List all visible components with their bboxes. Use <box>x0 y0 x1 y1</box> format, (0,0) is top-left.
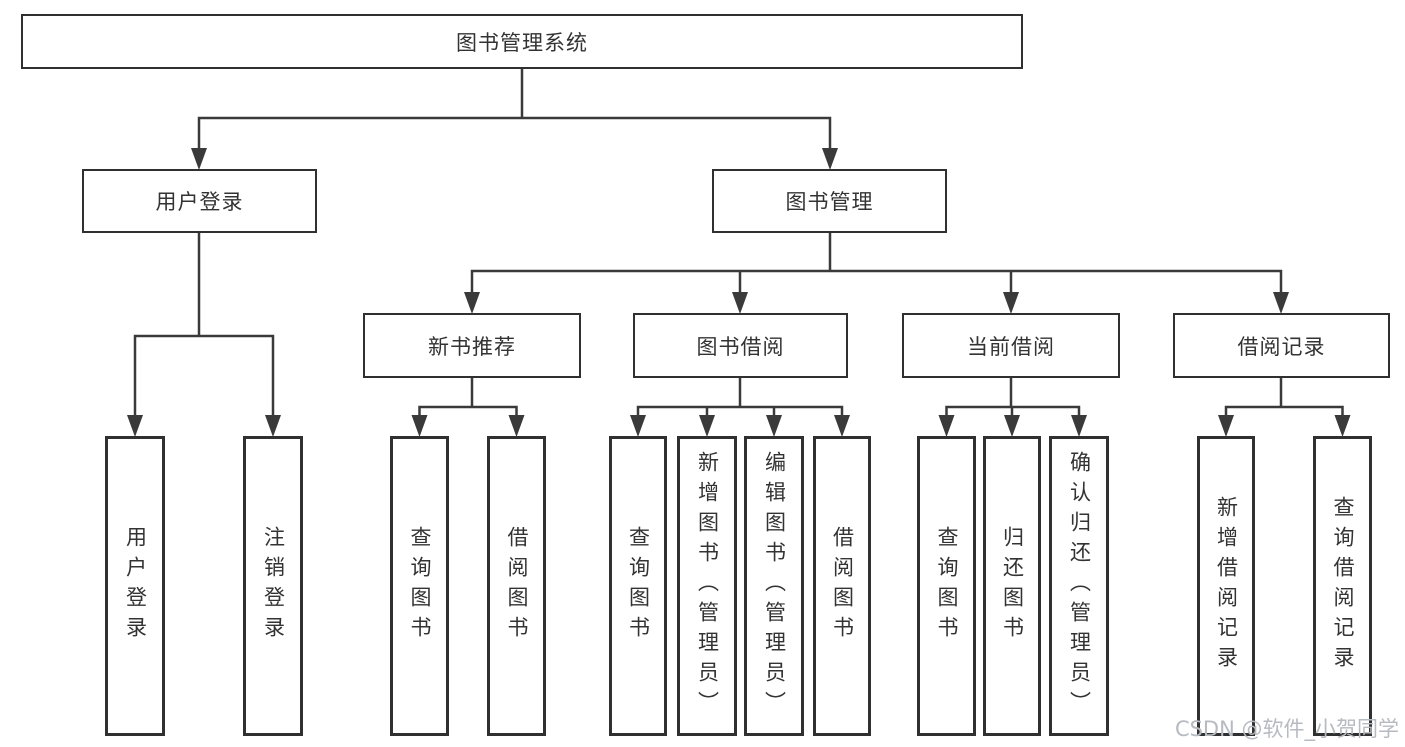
node-label: 编辑图书（管理员） <box>762 451 787 721</box>
node-label: 归还图书 <box>1000 526 1025 646</box>
node-label: 借阅图书 <box>830 526 855 646</box>
arrow-down-icon <box>1218 415 1234 437</box>
node-leaf-confirm-return-admin: 确认归还（管理员） <box>1049 436 1109 736</box>
node-leaf-newbook-query-books: 查询图书 <box>390 436 449 736</box>
node-label: 图书管理系统 <box>456 30 588 55</box>
node-label: 查询借阅记录 <box>1331 496 1355 676</box>
arrow-down-icon <box>732 292 748 314</box>
arrow-down-icon <box>699 415 715 437</box>
node-label: 借阅图书 <box>505 526 529 646</box>
connector-current-borrow-to-children <box>945 378 1081 417</box>
arrow-down-icon <box>630 415 646 437</box>
node-label: 图书借阅 <box>696 334 785 359</box>
connector-borrow-records-to-children <box>1224 378 1344 417</box>
node-leaf-borrow-query-books: 查询图书 <box>609 436 667 736</box>
arrow-down-icon <box>464 292 480 314</box>
node-user-login: 用户登录 <box>82 169 317 233</box>
node-leaf-user-login: 用户登录 <box>105 436 165 736</box>
connector-new-book-to-children <box>418 378 518 417</box>
node-leaf-newbook-borrow-books: 借阅图书 <box>487 436 546 736</box>
node-label: 查询图书 <box>935 526 959 646</box>
node-label: 确认归还（管理员） <box>1067 451 1092 721</box>
node-leaf-query-borrow-record: 查询借阅记录 <box>1313 436 1372 736</box>
arrow-down-icon <box>938 415 955 437</box>
node-leaf-edit-books-admin: 编辑图书（管理员） <box>744 436 804 736</box>
connector-book-management-to-level3 <box>470 233 1283 294</box>
csdn-watermark: CSDN @软件_小贺同学 <box>1174 717 1399 741</box>
node-label: 用户登录 <box>155 190 244 214</box>
node-leaf-add-books-admin: 新增图书（管理员） <box>677 436 737 736</box>
node-leaf-logout: 注销登录 <box>243 436 303 736</box>
node-label: 借阅记录 <box>1237 334 1326 359</box>
node-current-borrowing: 当前借阅 <box>902 313 1120 378</box>
node-book-borrowing: 图书借阅 <box>633 313 848 378</box>
arrow-down-icon <box>127 415 143 437</box>
node-leaf-borrow-books: 借阅图书 <box>813 436 871 736</box>
arrow-down-icon <box>191 148 207 170</box>
node-label: 新增图书（管理员） <box>695 451 720 721</box>
node-label: 当前借阅 <box>967 334 1055 359</box>
node-root-library-system: 图书管理系统 <box>21 14 1023 69</box>
arrow-down-icon <box>1071 415 1087 437</box>
node-label: 查询图书 <box>408 526 432 646</box>
arrow-down-icon <box>265 415 281 437</box>
arrow-down-icon <box>1273 292 1289 314</box>
connector-user-login-to-children <box>133 233 275 417</box>
node-book-management: 图书管理 <box>712 169 947 233</box>
connector-root-to-level2 <box>197 68 832 150</box>
arrow-down-icon <box>1003 292 1019 314</box>
arrow-down-icon <box>822 148 838 170</box>
node-leaf-add-borrow-record: 新增借阅记录 <box>1197 436 1255 736</box>
arrow-down-icon <box>508 415 525 437</box>
node-new-book-recommend: 新书推荐 <box>363 313 581 378</box>
node-label: 新书推荐 <box>428 334 516 359</box>
node-label: 查询图书 <box>626 526 651 646</box>
node-label: 注销登录 <box>261 526 286 646</box>
node-borrow-records: 借阅记录 <box>1173 313 1390 378</box>
node-label: 用户登录 <box>123 526 148 646</box>
arrow-down-icon <box>834 415 850 437</box>
node-leaf-return-books: 归还图书 <box>983 436 1041 736</box>
node-label: 新增借阅记录 <box>1214 496 1239 676</box>
connector-book-borrow-to-children <box>636 378 844 417</box>
arrow-down-icon <box>1334 415 1351 437</box>
node-leaf-current-query-books: 查询图书 <box>917 436 976 736</box>
arrow-down-icon <box>411 415 428 437</box>
node-label: 图书管理 <box>785 190 874 214</box>
arrow-down-icon <box>766 415 782 437</box>
arrow-down-icon <box>1004 415 1020 437</box>
